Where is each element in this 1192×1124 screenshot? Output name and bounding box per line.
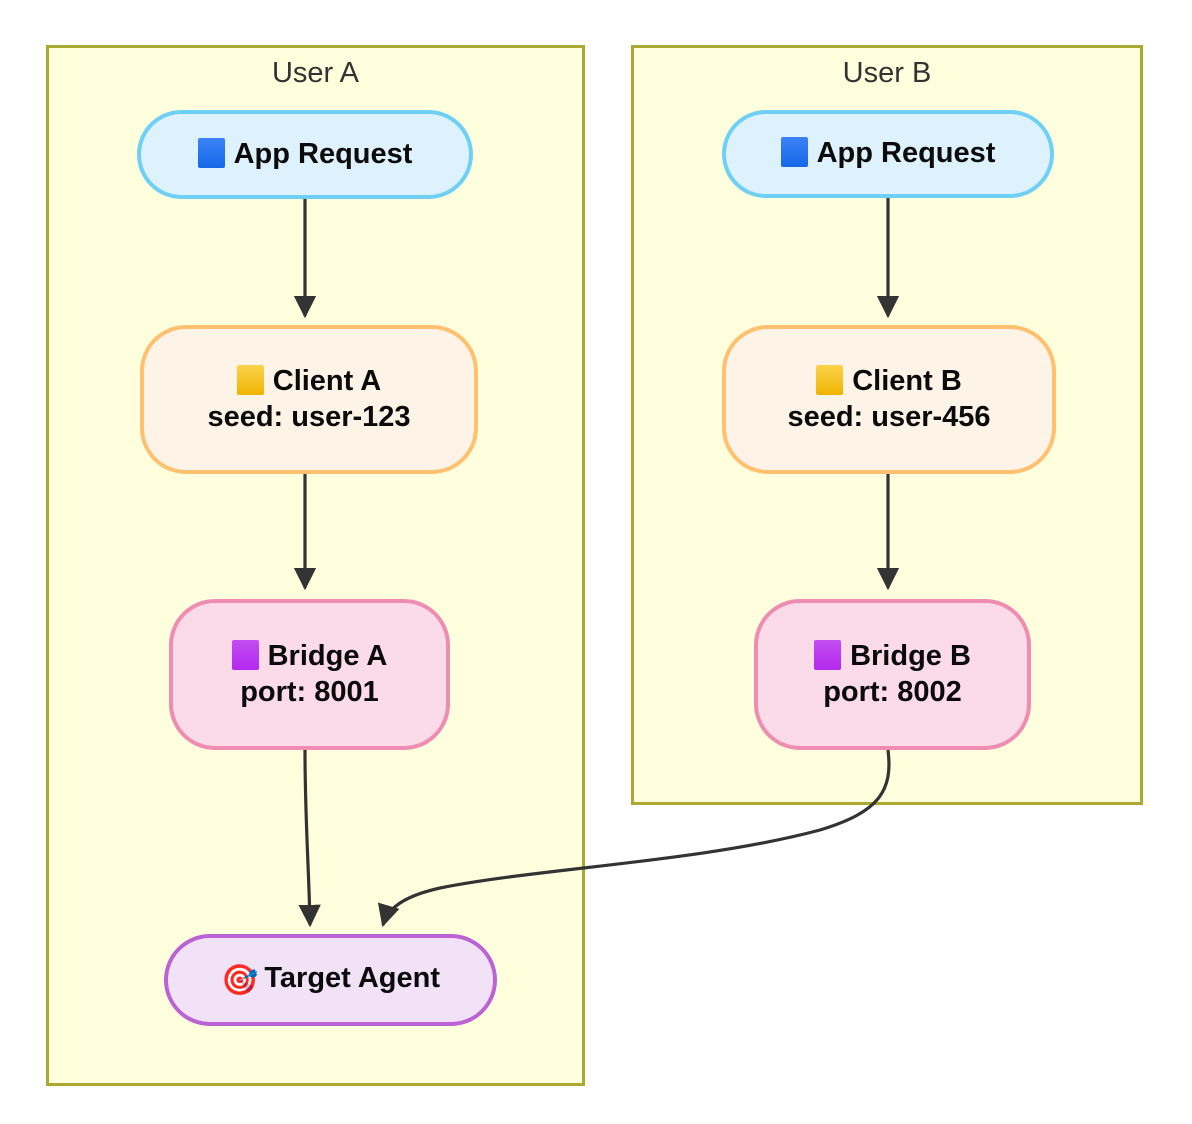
node-client-a[interactable]: Client A seed: user-123: [140, 325, 478, 474]
node-app-request-b-line-1: App Request: [780, 136, 996, 171]
node-bridge-b-line-2: port: 8002: [823, 675, 962, 708]
node-client-b-title: Client B: [852, 365, 962, 398]
node-client-a-line-1: Client A: [236, 364, 382, 399]
node-target-agent-line-1: 🎯Target Agent: [221, 961, 440, 1000]
yellow-square-icon: [816, 365, 844, 396]
edge-bridge-a-to-target-agent: [298, 749, 321, 928]
yellow-square-icon: [236, 365, 264, 396]
node-client-b-line-1: Client B: [816, 364, 962, 399]
node-app-request-a-text: App Request: [233, 137, 413, 170]
node-app-request-a-line-1: App Request: [197, 137, 413, 172]
cluster-user-b-label: User B: [842, 57, 932, 89]
purple-square-icon: [231, 640, 259, 671]
node-app-request-a[interactable]: App Request: [137, 110, 473, 199]
node-bridge-a[interactable]: Bridge A port: 8001: [169, 599, 450, 750]
node-client-a-line-2: seed: user-123: [207, 400, 411, 433]
node-bridge-b[interactable]: Bridge B port: 8002: [754, 599, 1031, 750]
node-client-a-title: Client A: [272, 365, 382, 398]
node-client-b[interactable]: Client B seed: user-456: [722, 325, 1056, 474]
node-app-request-b[interactable]: App Request: [722, 110, 1054, 198]
node-bridge-b-line-1: Bridge B: [814, 639, 971, 674]
node-app-request-b-text: App Request: [816, 137, 996, 170]
node-bridge-a-line-1: Bridge A: [231, 639, 388, 674]
edge-bridge-b-to-target-agent: [377, 749, 891, 928]
node-target-agent[interactable]: 🎯Target Agent: [164, 934, 497, 1026]
cluster-user-a-label: User A: [271, 57, 360, 89]
blue-square-icon: [780, 137, 808, 168]
node-bridge-b-title: Bridge B: [850, 640, 971, 673]
blue-square-icon: [197, 137, 225, 168]
dart-target-icon: 🎯: [221, 962, 259, 998]
node-client-b-line-2: seed: user-456: [787, 400, 991, 433]
node-target-agent-text: Target Agent: [264, 961, 440, 994]
node-bridge-a-line-2: port: 8001: [240, 675, 379, 708]
purple-square-icon: [814, 640, 842, 671]
node-bridge-a-title: Bridge A: [267, 640, 388, 673]
